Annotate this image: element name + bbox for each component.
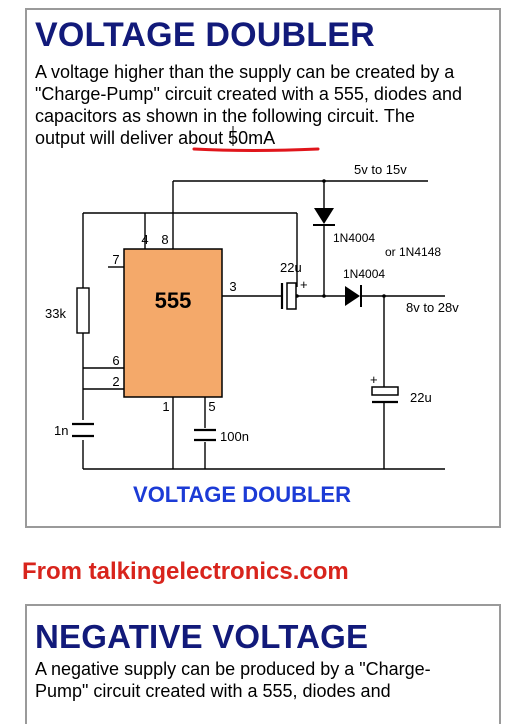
- pin-4-label: 4: [141, 232, 148, 247]
- resistor-label: 33k: [45, 306, 66, 321]
- pump-capacitor: [280, 282, 297, 310]
- pump-cap-label: 22u: [280, 260, 302, 275]
- pin-1-label: 1: [162, 399, 169, 414]
- pump-cap-plus: +: [300, 277, 308, 292]
- pin-7-label: 7: [112, 252, 119, 267]
- diode-1: [313, 208, 335, 226]
- red-underline-mark: [192, 147, 320, 152]
- voltage-doubler-description: A voltage higher than the supply can be …: [35, 62, 463, 148]
- pin-5-label: 5: [208, 399, 215, 414]
- pin-8-label: 8: [161, 232, 168, 247]
- diode-2: [345, 285, 362, 307]
- voltage-doubler-card: VOLTAGE DOUBLER A voltage higher than th…: [25, 8, 501, 528]
- negative-voltage-card: NEGATIVE VOLTAGE A negative supply can b…: [25, 604, 501, 724]
- output-cap-plus: +: [370, 372, 378, 387]
- ic-555-label: 555: [155, 288, 192, 313]
- timing-cap-label: 1n: [54, 423, 68, 438]
- circuit-caption: VOLTAGE DOUBLER: [133, 482, 351, 507]
- output-voltage-label: 8v to 28v: [406, 300, 459, 315]
- ic-555-body: [123, 248, 223, 398]
- output-capacitor: [371, 386, 399, 404]
- pin-3-label: 3: [229, 279, 236, 294]
- negative-voltage-description: A negative supply can be produced by a "…: [35, 659, 431, 701]
- junction-dots: [295, 179, 386, 298]
- resistor-33k: [76, 287, 90, 334]
- control-capacitor: [194, 428, 216, 442]
- timing-capacitor: [72, 422, 94, 438]
- diode1-alt-label: or 1N4148: [385, 245, 441, 259]
- diode1-label: 1N4004: [333, 231, 375, 245]
- negative-voltage-title: NEGATIVE VOLTAGE: [35, 618, 369, 655]
- supply-label: 5v to 15v: [354, 162, 407, 177]
- source-credit[interactable]: From talkingelectronics.com: [22, 558, 349, 585]
- voltage-doubler-title: VOLTAGE DOUBLER: [35, 16, 375, 54]
- pin-2-label: 2: [112, 374, 119, 389]
- circuit-wires: [82, 180, 445, 470]
- diode2-label: 1N4004: [343, 267, 385, 281]
- pin-6-label: 6: [112, 353, 119, 368]
- control-cap-label: 100n: [220, 429, 249, 444]
- output-cap-label: 22u: [410, 390, 432, 405]
